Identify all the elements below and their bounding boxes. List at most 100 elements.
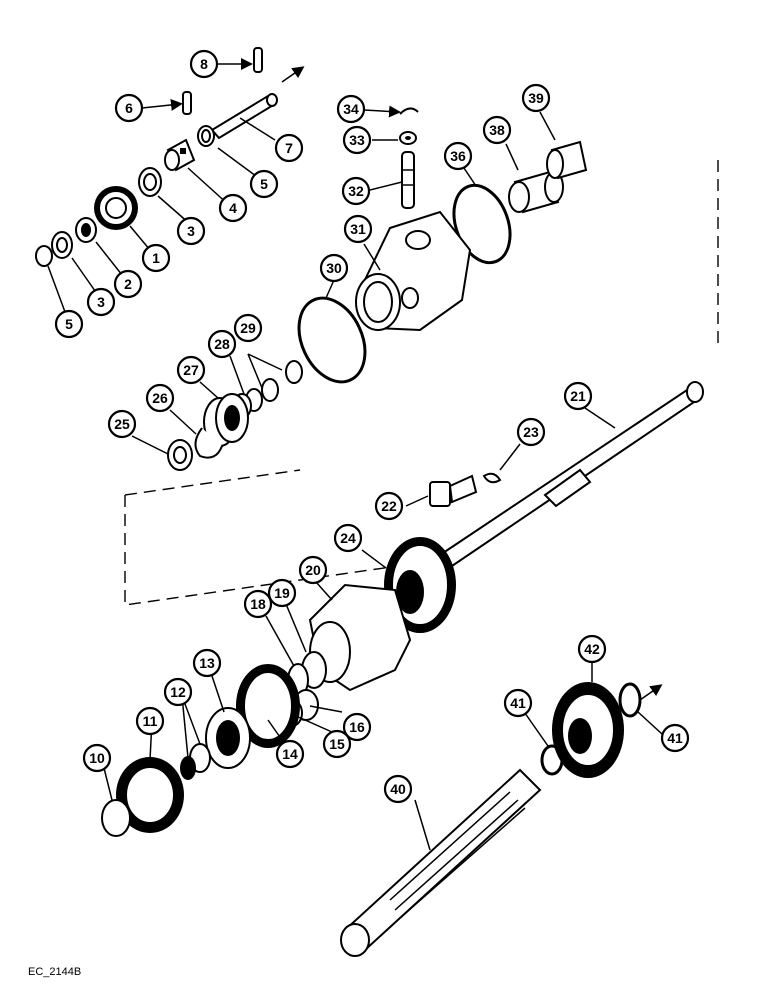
callout-18: 18 [243,589,273,619]
svg-text:42: 42 [584,641,600,657]
callout-21: 21 [563,381,593,411]
svg-text:40: 40 [390,781,406,797]
svg-text:23: 23 [523,424,539,440]
callout-1: 1 [141,243,171,273]
part-42-gear [552,682,624,778]
callout-12: 12 [163,677,193,707]
svg-text:29: 29 [240,320,256,336]
svg-text:18: 18 [250,596,266,612]
direction-arrow-top [281,66,305,83]
svg-text:41: 41 [667,730,683,746]
callout-16: 16 [342,712,372,742]
part-38-bushing [508,170,564,214]
part-25-washer [167,439,193,471]
part-24-gear [384,537,456,633]
part-2-bearing [75,217,97,243]
svg-text:5: 5 [65,316,73,332]
svg-text:36: 36 [450,148,466,164]
callout-11: 11 [135,706,165,736]
svg-text:4: 4 [229,200,237,216]
callout-29: 29 [233,313,263,343]
callout-26: 26 [145,383,175,413]
callout-25: 25 [107,409,137,439]
svg-text:7: 7 [285,140,293,156]
part-12-bearings [180,743,211,780]
svg-text:24: 24 [340,530,356,546]
part-8-pin [253,47,263,73]
part-41-snap-ring-right [618,682,642,718]
part-32-stem [401,151,415,209]
direction-arrow-right [639,684,663,701]
part-1-gear [94,186,138,230]
callout-27: 27 [176,355,206,385]
svg-text:32: 32 [348,183,364,199]
svg-text:3: 3 [187,223,195,239]
part-10-hub [101,799,131,837]
part-11-gear [116,757,184,833]
callout-38: 38 [482,115,512,145]
svg-text:11: 11 [143,713,158,729]
callout-39: 39 [521,83,551,113]
svg-text:14: 14 [282,746,298,762]
alignment-dashed-outline [124,160,719,606]
callout-36: 36 [443,141,473,171]
callout-19: 19 [267,578,297,608]
svg-text:2: 2 [124,276,132,292]
svg-text:31: 31 [350,221,366,237]
callout-28: 28 [207,329,237,359]
svg-text:6: 6 [125,100,133,116]
svg-text:28: 28 [214,336,230,352]
part-5-washer [197,125,215,147]
part-23-key [482,472,502,484]
callout-41-right: 41 [660,723,690,753]
svg-text:12: 12 [170,684,186,700]
svg-text:16: 16 [349,719,365,735]
part-13-synchronizer [205,707,251,769]
part-14-gear [236,664,300,748]
callout-42: 42 [577,634,607,664]
callout-40: 40 [383,774,413,804]
part-26-snap-ring [194,427,223,459]
svg-text:15: 15 [329,736,345,752]
callout-14: 14 [275,739,305,769]
callout-31: 31 [343,214,373,244]
svg-text:26: 26 [152,390,168,406]
part-39-bushing [546,140,588,180]
callout-7: 7 [274,133,304,163]
part-40-splined-shaft [340,768,542,957]
svg-text:38: 38 [489,122,505,138]
part-3-washer [138,167,162,197]
callout-15: 15 [322,729,352,759]
svg-text:34: 34 [343,101,359,117]
callout-2: 2 [113,269,143,299]
callout-8: 8 [189,49,219,79]
callout-34: 34 [336,94,366,124]
callout-5-lower: 5 [54,309,84,339]
part-27-bearing [203,393,249,447]
svg-text:21: 21 [570,388,586,404]
part-21-shaft [438,381,704,568]
part-22-bolt [429,474,478,507]
svg-text:30: 30 [326,260,342,276]
callout-33: 33 [342,125,372,155]
svg-text:10: 10 [89,750,105,766]
svg-text:39: 39 [528,90,544,106]
svg-text:5: 5 [260,176,268,192]
svg-text:1: 1 [152,250,160,266]
callout-4: 4 [218,193,248,223]
svg-text:41: 41 [510,695,526,711]
callout-32: 32 [341,176,371,206]
callout-23: 23 [516,417,546,447]
callout-13: 13 [192,648,222,678]
part-5-snap-ring [35,245,53,267]
callout-3-upper: 3 [176,216,206,246]
svg-text:8: 8 [200,56,208,72]
callout-6: 6 [114,93,144,123]
svg-text:27: 27 [183,362,199,378]
part-4-collar [164,138,196,172]
callout-22: 22 [374,491,404,521]
svg-text:33: 33 [349,132,365,148]
svg-text:20: 20 [305,562,321,578]
callout-10: 10 [82,743,112,773]
